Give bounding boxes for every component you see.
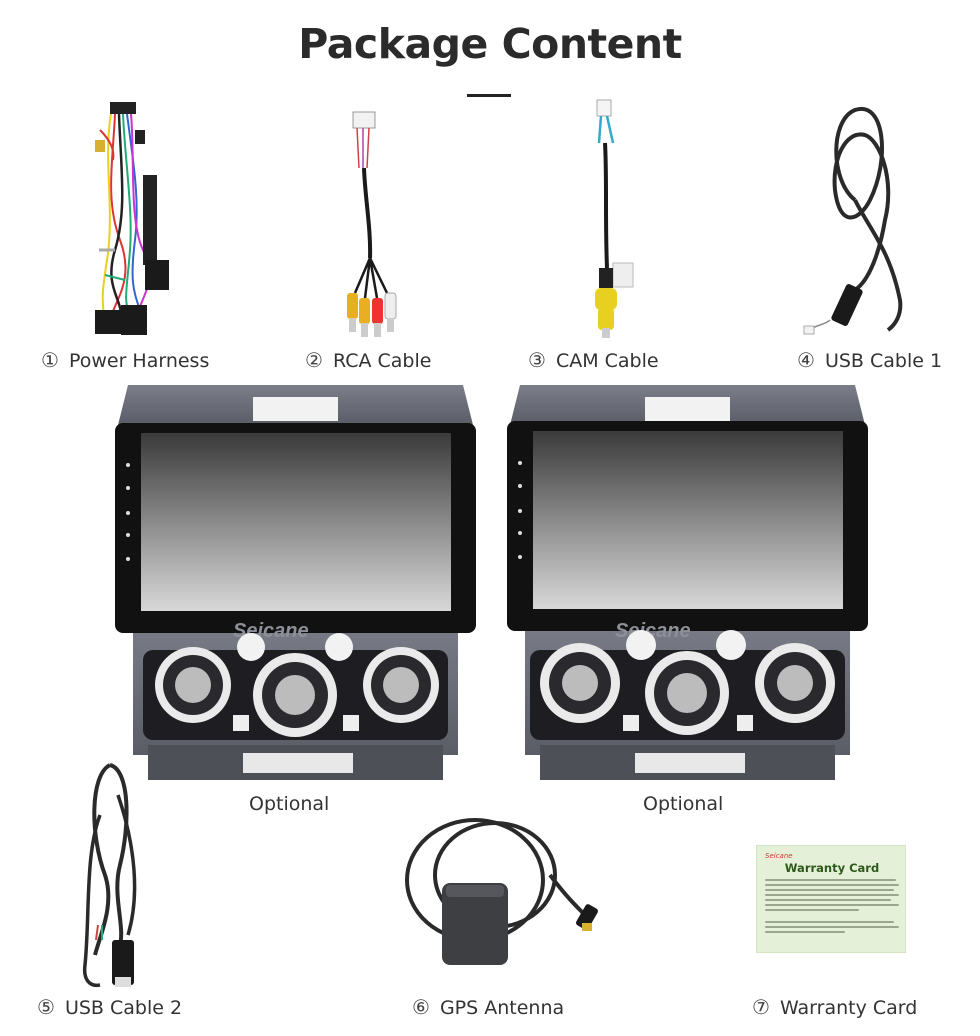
power-harness-item bbox=[85, 100, 185, 345]
radio-1-caption: Optional bbox=[249, 793, 330, 815]
rca-cable-item bbox=[335, 108, 405, 343]
gps-antenna-image bbox=[405, 818, 598, 965]
page-title: Package Content bbox=[298, 20, 682, 68]
car-radio-2: Seicane bbox=[505, 385, 870, 780]
warranty-card-brand: Seicane bbox=[765, 852, 793, 860]
cam-cable-item bbox=[585, 98, 645, 343]
warranty-card-image: Seicane Warranty Card bbox=[756, 845, 906, 953]
car-radio-image: Seicane bbox=[507, 385, 868, 780]
usb-cable-image bbox=[803, 106, 903, 335]
warranty-card-body bbox=[765, 879, 899, 936]
radio-2-caption: Optional bbox=[643, 793, 724, 815]
usb-cable-2-item bbox=[70, 755, 160, 995]
usb-cable-image bbox=[82, 763, 137, 988]
power-harness-image bbox=[95, 102, 169, 335]
cam-cable-image bbox=[595, 99, 634, 338]
usb-cable-1-item bbox=[800, 100, 910, 345]
title-underline bbox=[467, 94, 511, 97]
rca-cable-image bbox=[347, 111, 397, 337]
car-radio-1: Seicane bbox=[113, 385, 478, 780]
warranty-card-heading: Warranty Card bbox=[784, 861, 880, 875]
gps-antenna-item bbox=[400, 805, 615, 970]
car-radio-image: Seicane bbox=[115, 385, 476, 780]
